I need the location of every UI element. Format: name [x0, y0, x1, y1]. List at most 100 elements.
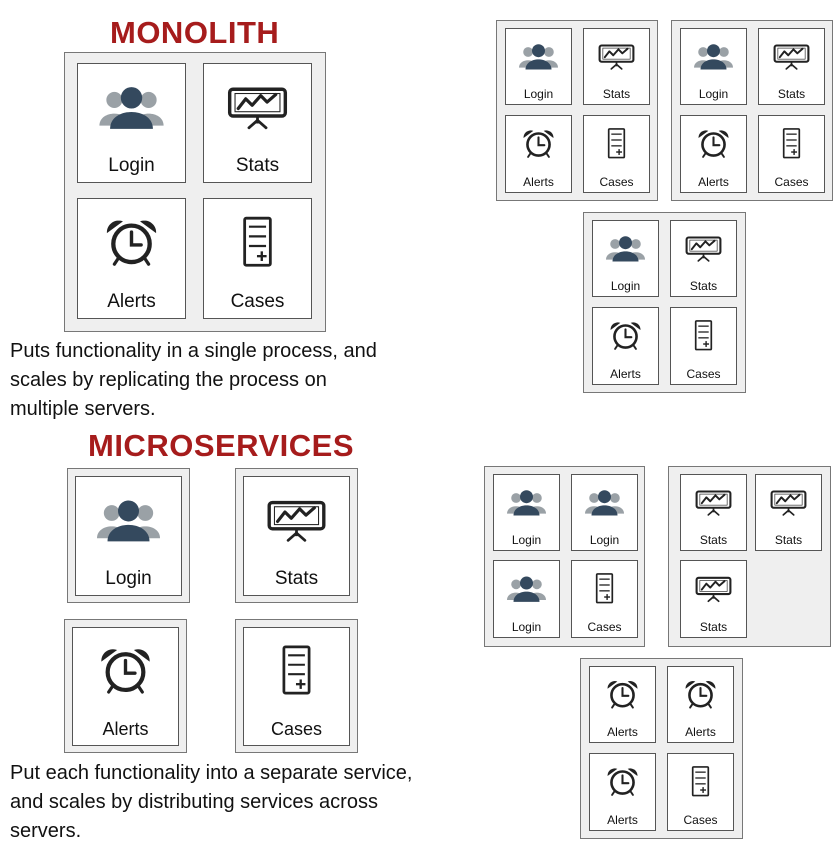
monolith-description: Puts functionality in a single process, …: [10, 337, 377, 424]
cases-microservice: Cases: [235, 619, 358, 753]
microservices-description-line: Put each functionality into a separate s…: [10, 762, 413, 784]
stats-service: Stats: [680, 560, 747, 638]
service-label: Alerts: [685, 725, 716, 739]
service-label: Cases: [587, 619, 622, 634]
alarm-clock-icon: [607, 681, 638, 709]
user-group-icon: [97, 500, 160, 542]
stats-service: Stats: [680, 474, 747, 551]
document-plus-icon: [782, 128, 801, 159]
stats-service: Stats: [755, 474, 822, 551]
service-label: Cases: [270, 719, 323, 740]
microservices-description-line: and scales by distributing services acro…: [10, 791, 378, 813]
presentation-chart-icon: [685, 236, 722, 262]
stats-service: Stats: [670, 220, 737, 297]
presentation-chart-icon: [770, 490, 807, 516]
presentation-chart-icon: [227, 87, 288, 130]
monolith-description-line: scales by replicating the process on: [10, 369, 327, 391]
user-group-icon: [507, 490, 546, 516]
service-label: Stats: [699, 619, 728, 634]
service-label: Cases: [230, 291, 285, 313]
service-label: Login: [610, 279, 641, 293]
user-group-icon: [519, 44, 558, 70]
stats-service: Stats: [203, 63, 312, 183]
service-label: Login: [511, 533, 542, 547]
presentation-chart-icon: [773, 44, 810, 70]
login-service: Login: [75, 476, 182, 596]
monolith-server-2: Login Stats Alerts Cases: [671, 20, 833, 201]
service-label: Cases: [683, 812, 718, 827]
service-label: Alerts: [107, 291, 156, 313]
alerts-service: Alerts: [680, 115, 747, 193]
document-plus-icon: [243, 216, 272, 267]
alarm-clock-icon: [610, 322, 641, 350]
alerts-service: Alerts: [589, 666, 656, 743]
service-label: Cases: [774, 174, 809, 189]
service-label: Stats: [774, 533, 803, 547]
alarm-clock-icon: [106, 220, 157, 266]
document-plus-icon: [694, 320, 713, 351]
service-label: Stats: [689, 279, 718, 293]
service-label: Alerts: [607, 725, 638, 739]
alarm-clock-icon: [523, 130, 554, 158]
login-service: Login: [592, 220, 659, 297]
alerts-service: Alerts: [589, 753, 656, 831]
alerts-microservice: Alerts: [64, 619, 187, 753]
cases-service: Cases: [243, 627, 350, 746]
login-service: Login: [571, 474, 638, 551]
user-group-icon: [99, 87, 164, 129]
monolith-title: MONOLITH: [110, 15, 280, 50]
service-label: Stats: [235, 155, 280, 177]
alerts-service: Alerts: [592, 307, 659, 385]
login-service: Login: [505, 28, 572, 105]
cases-service: Cases: [571, 560, 638, 638]
microservices-description-line: servers.: [10, 820, 82, 842]
service-label: Alerts: [523, 174, 554, 189]
user-group-icon: [606, 236, 645, 262]
service-label: Login: [105, 568, 152, 590]
presentation-chart-icon: [695, 490, 732, 516]
service-label: Login: [589, 533, 620, 547]
user-group-icon: [507, 576, 546, 602]
monolith-server-3: Login Stats Alerts Cases: [583, 212, 746, 393]
stats-service: Stats: [243, 476, 350, 596]
stats-microservice: Stats: [235, 468, 358, 603]
service-label: Login: [511, 619, 542, 634]
cases-service: Cases: [583, 115, 650, 193]
service-label: Alerts: [607, 812, 638, 827]
service-label: Alerts: [102, 719, 149, 740]
login-service: Login: [77, 63, 186, 183]
cases-service: Cases: [203, 198, 312, 319]
stats-service: Stats: [583, 28, 650, 105]
service-label: Stats: [699, 533, 728, 547]
service-label: Login: [698, 87, 729, 101]
cases-service: Cases: [758, 115, 825, 193]
service-label: Alerts: [610, 366, 641, 381]
presentation-chart-icon: [598, 44, 635, 70]
microservices-description: Put each functionality into a separate s…: [10, 759, 412, 846]
document-plus-icon: [607, 128, 626, 159]
document-plus-icon: [282, 645, 311, 695]
microservice-server-2: Stats Stats Stats: [668, 466, 831, 647]
microservice-server-3: Alerts Alerts Alerts Cases: [580, 658, 743, 839]
service-label: Stats: [777, 87, 806, 101]
monolith-description-line: Puts functionality in a single process, …: [10, 340, 377, 362]
service-label: Stats: [602, 87, 631, 101]
login-service: Login: [493, 474, 560, 551]
monolith-process: Login Stats Alerts Cases: [64, 52, 326, 332]
monolith-description-line: multiple servers.: [10, 398, 156, 420]
service-label: Cases: [686, 366, 721, 381]
monolith-server-1: Login Stats Alerts Cases: [496, 20, 658, 201]
alerts-service: Alerts: [77, 198, 186, 319]
user-group-icon: [585, 490, 624, 516]
document-plus-icon: [595, 573, 614, 604]
stats-service: Stats: [758, 28, 825, 105]
alarm-clock-icon: [698, 130, 729, 158]
alerts-service: Alerts: [72, 627, 179, 746]
microservice-server-1: Login Login Login Cases: [484, 466, 645, 647]
login-microservice: Login: [67, 468, 190, 603]
presentation-chart-icon: [695, 576, 732, 603]
alarm-clock-icon: [685, 681, 716, 709]
presentation-chart-icon: [267, 500, 326, 542]
user-group-icon: [694, 44, 733, 70]
document-plus-icon: [691, 766, 710, 797]
